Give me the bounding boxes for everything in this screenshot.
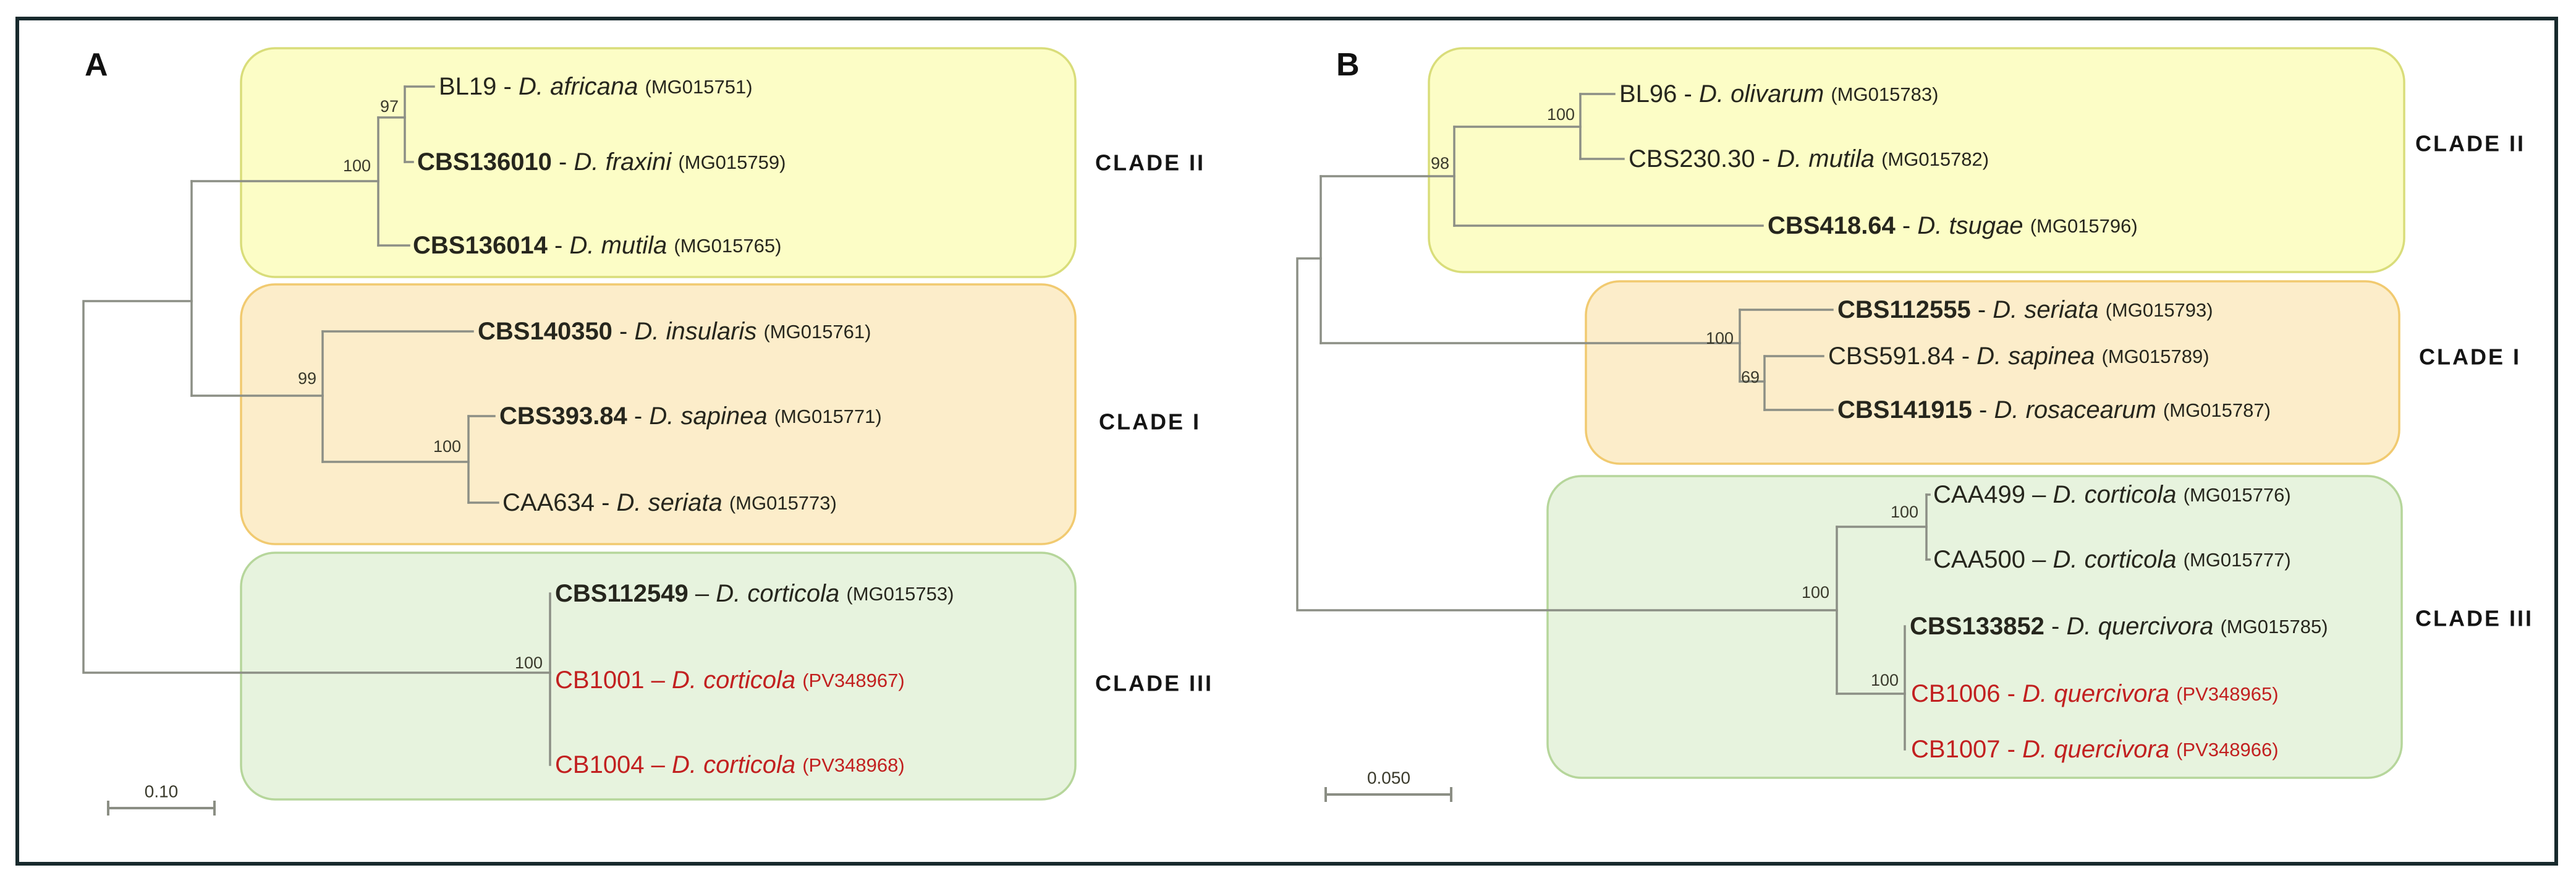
taxon-label: CBS136014 - D. mutila (MG015765) (413, 232, 781, 259)
taxon-label: CBS230.30 - D. mutila (MG015782) (1629, 145, 1989, 173)
clade-box-i-a (240, 283, 1077, 545)
taxon-label: CBS112555 - D. seriata (MG015793) (1837, 296, 2213, 323)
clade-box-iii-a (240, 552, 1077, 801)
taxon-label: CB1006 - D. quercivora (PV348965) (1911, 680, 2279, 707)
taxon-label: CAA499 – D. corticola (MG015776) (1933, 481, 2291, 508)
taxon-label: CB1007 - D. quercivora (PV348966) (1911, 736, 2279, 763)
bootstrap-b-n98: 98 (1431, 154, 1449, 173)
bootstrap-a-n99: 99 (298, 369, 316, 388)
bootstrap-b-olivarum-pair: 100 (1547, 105, 1575, 124)
clade-label-ii-b: CLADE II (2415, 131, 2525, 156)
tree-b-edges (1296, 93, 1931, 751)
tree-a-edges (82, 85, 551, 766)
clade-label-ii-a: CLADE II (1095, 150, 1205, 176)
panel-letter-b: B (1336, 47, 1360, 83)
panel-letter-a: A (85, 47, 108, 83)
clade-label-iii-b: CLADE III (2415, 606, 2533, 631)
clade-label-i-b: CLADE I (2419, 344, 2521, 370)
taxon-label: BL96 - D. olivarum (MG015783) (1619, 80, 1938, 108)
bootstrap-a-clade-iii: 100 (515, 654, 543, 672)
taxon-label: CAA500 – D. corticola (MG015777) (1933, 546, 2291, 573)
taxon-label: BL19 - D. africana (MG015751) (439, 73, 753, 100)
clade-label-iii-a: CLADE III (1095, 671, 1213, 696)
panel-a: A 97 100 99 100 10 (82, 47, 1213, 816)
clade-box-ii-b (1428, 47, 2405, 273)
scale-label-a: 0.10 (145, 782, 179, 801)
clade-box-ii-a (240, 47, 1077, 278)
scale-bar-a (107, 801, 216, 816)
taxon-label: CBS591.84 - D. sapinea (MG015789) (1828, 343, 2210, 370)
bootstrap-a-n97: 97 (380, 97, 399, 116)
taxon-label: CBS136010 - D. fraxini (MG015759) (417, 148, 786, 176)
taxon-label: CBS418.64 - D. tsugae (MG015796) (1768, 212, 2138, 239)
clade-label-i-a: CLADE I (1099, 409, 1201, 435)
taxon-label: CBS393.84 - D. sapinea (MG015771) (499, 403, 882, 430)
scale-label-b: 0.050 (1367, 769, 1410, 788)
scale-bar-b (1324, 787, 1452, 802)
panel-b: B (1296, 47, 2533, 802)
bootstrap-b-caa-pair: 100 (1891, 503, 1918, 521)
taxon-label: CBS141915 - D. rosacearum (MG015787) (1837, 396, 2271, 424)
taxon-label: CB1004 – D. corticola (PV348968) (555, 751, 905, 778)
taxon-label: CB1001 – D. corticola (PV348967) (555, 667, 905, 694)
taxon-label: CBS140350 - D. insularis (MG015761) (478, 318, 871, 345)
bootstrap-b-n69: 69 (1741, 368, 1760, 386)
bootstrap-b-clade-i: 100 (1706, 329, 1734, 347)
taxon-label: CBS112549 – D. corticola (MG015753) (555, 580, 954, 607)
bootstrap-a-clade-ii: 100 (343, 156, 371, 175)
bootstrap-b-quercivora: 100 (1871, 671, 1899, 689)
taxon-label: CBS133852 - D. quercivora (MG015785) (1910, 613, 2328, 640)
taxon-label: CAA634 - D. seriata (MG015773) (502, 489, 837, 516)
bootstrap-b-clade-iii-root: 100 (1802, 583, 1829, 602)
clade-box-iii-b (1546, 475, 2403, 779)
clade-box-i-b (1585, 280, 2400, 465)
bootstrap-a-clade-i: 100 (433, 437, 461, 456)
